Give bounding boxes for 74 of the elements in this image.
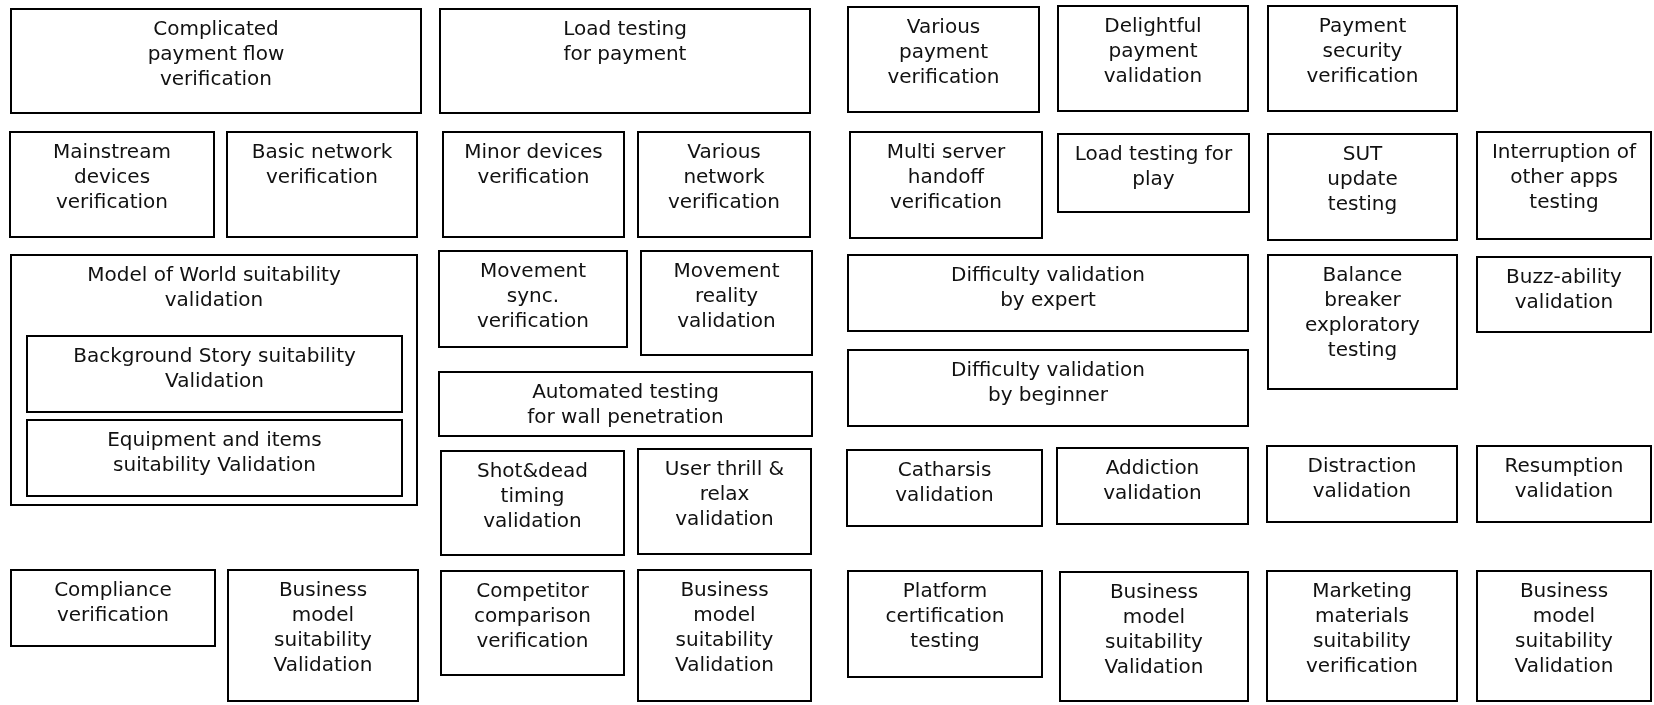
test-box xyxy=(1267,254,1458,390)
box-label: Business model suitability Validation xyxy=(674,576,775,677)
box-label: Basic network verification xyxy=(250,138,394,189)
box-label: Background Story suitability Validation xyxy=(72,342,357,393)
box-label: Automated testing for wall penetration xyxy=(526,378,725,429)
test-box xyxy=(227,569,419,702)
test-box xyxy=(849,131,1043,239)
box-label: Catharsis validation xyxy=(894,456,995,507)
test-box xyxy=(847,254,1249,332)
box-label: Various network verification xyxy=(666,138,782,214)
box-label: Balance breaker exploratory testing xyxy=(1304,261,1421,362)
test-box xyxy=(439,8,811,114)
box-label: Complicated payment flow verification xyxy=(146,15,286,91)
test-box xyxy=(442,131,625,238)
box-label: Difficulty validation by expert xyxy=(950,261,1146,312)
test-box xyxy=(1266,445,1458,523)
test-box xyxy=(1057,133,1250,213)
box-label: Movement reality validation xyxy=(672,257,781,333)
box-label: Multi server handoff verification xyxy=(885,138,1007,214)
box-label: Various payment verification xyxy=(886,13,1001,89)
test-box xyxy=(1476,131,1652,240)
box-label: Marketing materials suitability verification xyxy=(1304,577,1420,678)
box-label: Model of World suitability validation xyxy=(86,261,342,312)
test-box xyxy=(1056,447,1249,525)
test-box xyxy=(438,371,813,437)
box-label: Minor devices verification xyxy=(463,138,604,189)
box-label: Compliance verification xyxy=(53,576,173,627)
test-box xyxy=(1266,570,1458,702)
test-box xyxy=(847,349,1249,427)
box-label: Distraction validation xyxy=(1306,452,1418,503)
test-box xyxy=(26,419,403,497)
box-label: Business model suitability Validation xyxy=(1103,578,1205,679)
test-box xyxy=(1059,571,1249,702)
test-box xyxy=(637,131,811,238)
box-label: Business model suitability Validation xyxy=(272,576,374,677)
test-box xyxy=(1267,133,1458,241)
test-box xyxy=(440,450,625,556)
box-label: Movement sync. verification xyxy=(475,257,591,333)
box-label: Platform certification testing xyxy=(884,577,1006,653)
box-label: User thrill & relax validation xyxy=(663,455,786,531)
test-box xyxy=(26,335,403,413)
test-box xyxy=(637,448,812,555)
box-label: Business model suitability Validation xyxy=(1513,577,1615,678)
test-box xyxy=(640,250,813,356)
test-box xyxy=(10,254,418,506)
test-box xyxy=(1476,445,1652,523)
test-box xyxy=(1057,5,1249,112)
test-box xyxy=(440,570,625,676)
box-label: Mainstream devices verification xyxy=(52,138,172,214)
test-box xyxy=(1476,256,1652,333)
box-label: SUT update testing xyxy=(1326,140,1399,216)
test-box xyxy=(10,8,422,114)
test-box xyxy=(637,569,812,702)
box-label: Load testing for play xyxy=(1073,140,1234,191)
box-label: Difficulty validation by beginner xyxy=(950,356,1146,407)
box-label: Payment security verification xyxy=(1305,12,1420,88)
test-box xyxy=(9,131,215,238)
test-box xyxy=(1476,570,1652,702)
box-label: Delightful payment validation xyxy=(1102,12,1204,88)
box-label: Shot&dead timing validation xyxy=(476,457,589,533)
box-label: Buzz-ability validation xyxy=(1505,263,1623,314)
test-box xyxy=(10,569,216,647)
box-label: Interruption of other apps testing xyxy=(1490,138,1638,214)
test-box xyxy=(226,131,418,238)
box-label: Competitor comparison verification xyxy=(473,577,592,653)
box-label: Addiction validation xyxy=(1102,454,1203,505)
test-box xyxy=(846,449,1043,527)
box-label: Resumption validation xyxy=(1503,452,1625,503)
test-box xyxy=(438,250,628,348)
test-box xyxy=(847,6,1040,113)
box-label: Equipment and items suitability Validation xyxy=(106,426,323,477)
test-box xyxy=(1267,5,1458,112)
test-box xyxy=(847,570,1043,678)
box-label: Load testing for payment xyxy=(562,15,688,66)
